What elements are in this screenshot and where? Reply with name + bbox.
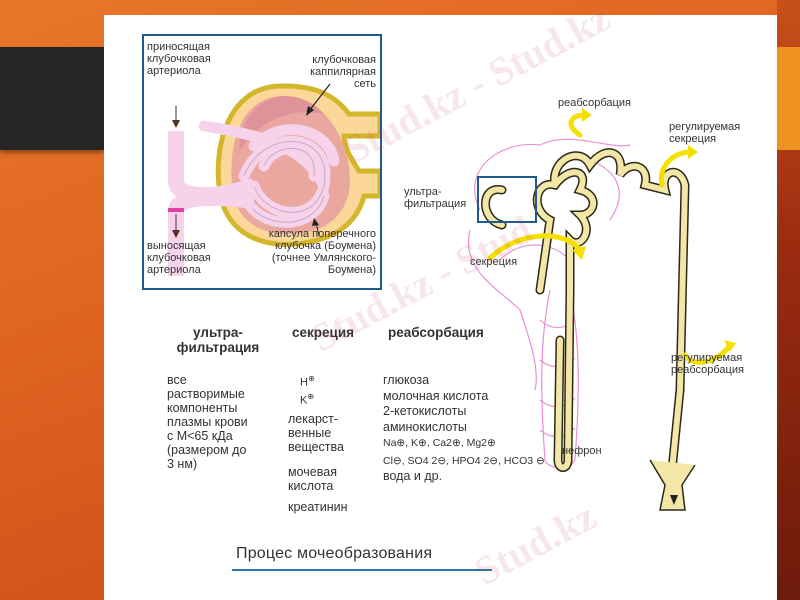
glomerulus-illustration <box>168 83 380 276</box>
slide-title: Процес мочеобразования <box>236 545 433 562</box>
label-efferent-arteriole: выносящая клубочковая артериола <box>147 240 211 276</box>
title-underline <box>232 569 492 571</box>
label-ultrafiltration: ультра- фильтрация <box>404 186 467 210</box>
label-regulated-secretion: регулируемая секреция <box>669 121 741 145</box>
label-capillary-net: клубочковая каппилярная сеть <box>310 54 376 90</box>
header-ultrafiltration: ультра- фильтрация <box>176 325 260 355</box>
label-nephron: нефрон <box>562 445 602 457</box>
secretion-drugs: лекарст- венные вещества <box>288 412 344 454</box>
header-secretion: секреция <box>292 325 355 340</box>
decorative-dark-bar <box>0 47 104 150</box>
secretion-uric-acid: мочевая кислота <box>288 465 337 493</box>
label-regulated-reabsorption: регулируемая реабсорбация <box>671 352 744 376</box>
column-ultrafiltration: все растворимые компоненты плазмы крови … <box>167 373 248 471</box>
decorative-accent-bar <box>777 47 800 150</box>
secretion-creatinine: креатинин <box>288 500 348 514</box>
nephron-illustration <box>467 108 736 511</box>
column-reabsorption: глюкоза молочная кислота 2-кетокислоты а… <box>383 373 545 483</box>
label-secretion: секреция <box>470 256 518 268</box>
label-afferent-arteriole: приносящая клубочковая артериола <box>147 41 211 77</box>
background-right-edge <box>777 0 800 600</box>
glomerulus-frame <box>142 34 382 290</box>
label-bowman-capsule: капсула поперечного клубочка (Боумена) (… <box>268 228 376 276</box>
label-reabsorption: реабсорбация <box>558 97 631 109</box>
secretion-ions: H⊕ K⊕ <box>300 374 315 407</box>
header-reabsorption: реабсорбация <box>388 325 484 340</box>
